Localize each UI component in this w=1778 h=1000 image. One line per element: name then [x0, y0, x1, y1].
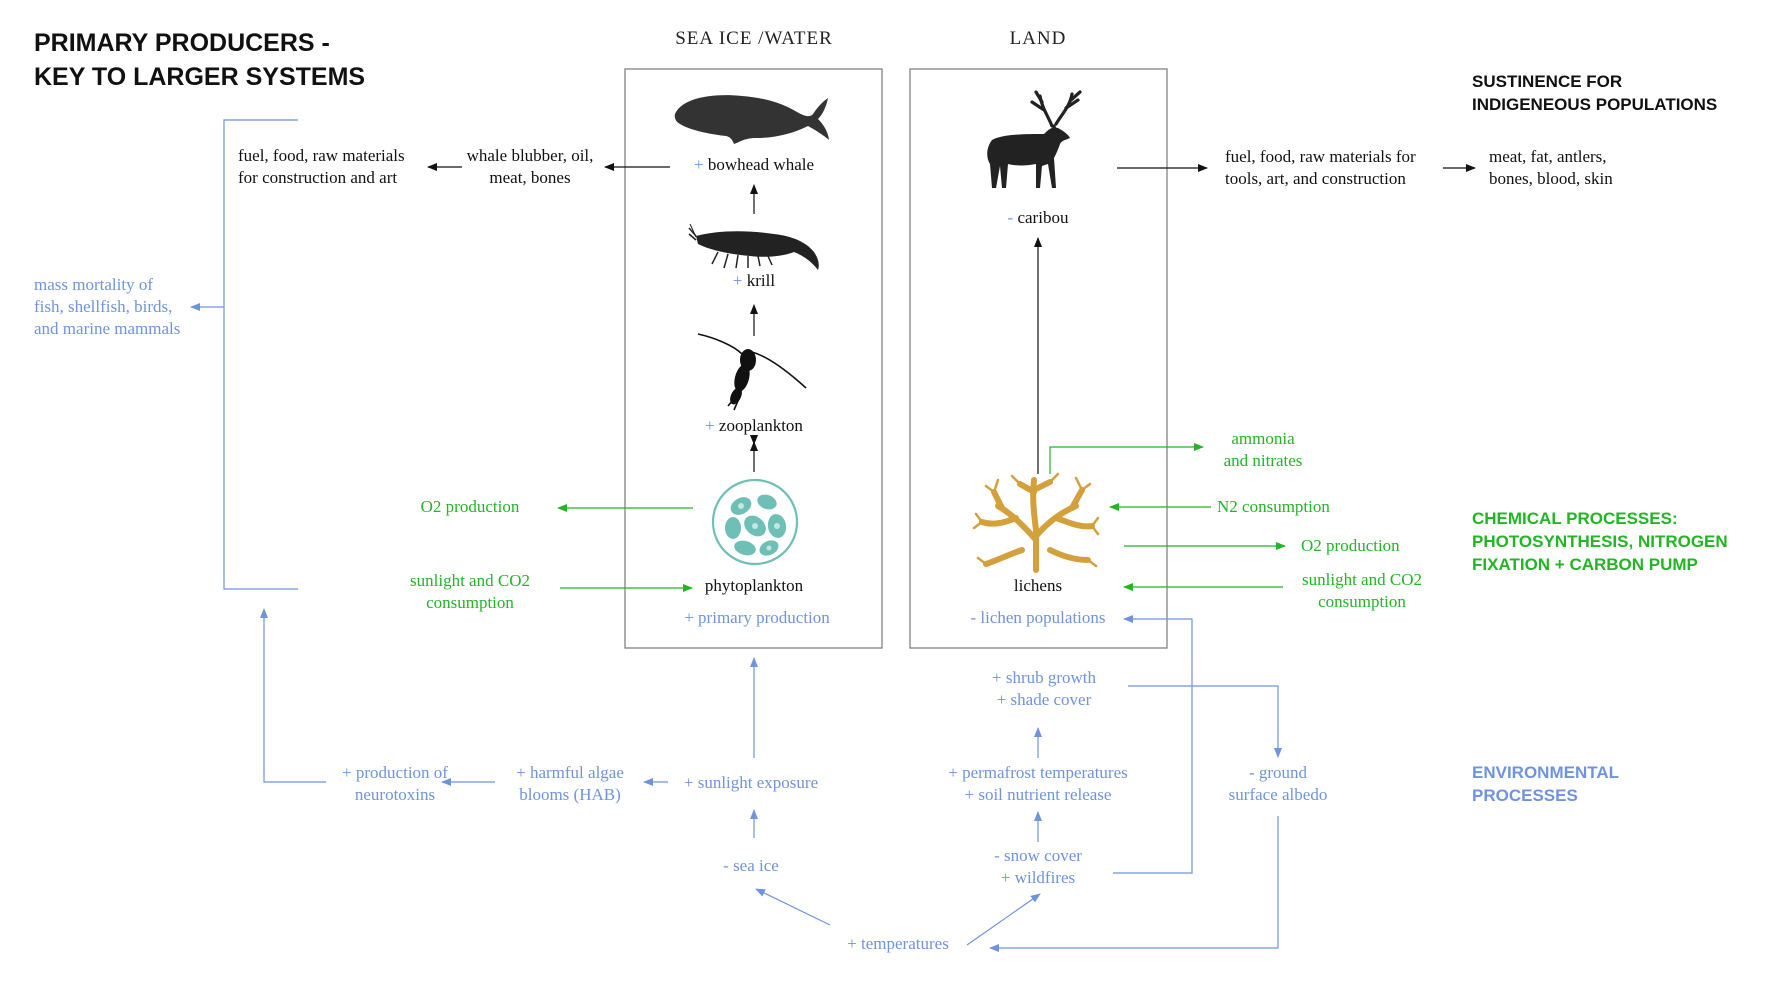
sustenance-label: SUSTINENCE FOR INDIGENEOUS POPULATIONS	[1472, 72, 1718, 114]
sea-column-box	[624, 68, 883, 649]
primary-production-label: + primary production	[684, 608, 830, 627]
mass-mortality: mass mortality of fish, shellfish, birds…	[34, 275, 181, 338]
arrow-albedo-temperature	[989, 816, 1279, 952]
land-column-box	[909, 68, 1168, 649]
land-sunlight-co2: sunlight and CO2 consumption	[1302, 570, 1422, 611]
caribou-icon	[987, 90, 1082, 188]
arrow-shrub-albedo	[1128, 685, 1282, 758]
chemical-processes-label: CHEMICAL PROCESSES: PHOTOSYNTHESIS, NITR…	[1472, 509, 1728, 574]
arrow-neurotoxins-up	[260, 608, 326, 783]
whale-uses: fuel, food, raw materials for constructi…	[238, 146, 405, 187]
zooplankton-icon	[697, 333, 807, 411]
ammonia-nitrates: ammonia and nitrates	[1223, 429, 1303, 470]
phytoplankton-icon	[711, 478, 799, 566]
shrub-growth: + shrub growth + shade cover	[991, 668, 1097, 709]
whale-icon	[674, 95, 829, 144]
whale-sign: +	[693, 155, 704, 174]
production-of-neurotoxins: + production of neurotoxins	[342, 763, 448, 804]
whale-products: whale blubber, oil, meat, bones	[466, 146, 594, 187]
sea-ice: - sea ice	[723, 856, 779, 875]
title-line-1: PRIMARY PRODUCERS -	[34, 29, 330, 57]
n2-consumption: N2 consumption	[1217, 497, 1330, 516]
land-o2-production: O2 production	[1301, 536, 1400, 555]
title-line-2: KEY TO LARGER SYSTEMS	[34, 63, 366, 91]
arrow-temp-wildfires	[966, 893, 1041, 946]
page-title: PRIMARY PRODUCERS - KEY TO LARGER SYSTEM…	[34, 26, 365, 94]
snow-cover-wildfires: - snow cover + wildfires	[994, 846, 1082, 887]
zooplankton-label: zooplankton	[718, 416, 803, 435]
caribou-sign: -	[1007, 208, 1014, 227]
lichen-icon	[972, 472, 1100, 573]
caribou-products: meat, fat, antlers, bones, blood, skin	[1489, 147, 1613, 188]
temperatures: + temperatures	[847, 934, 949, 953]
caribou-label: caribou	[1017, 208, 1069, 227]
caribou-node: - caribou	[1008, 207, 1069, 229]
krill-sign: +	[732, 271, 743, 290]
sea-column-header: SEA ICE /WATER	[675, 28, 833, 49]
harmful-algae-blooms: + harmful algae blooms (HAB)	[516, 763, 624, 804]
whale-node: + bowhead whale	[694, 154, 814, 176]
sea-sunlight-co2: sunlight and CO2 consumption	[410, 571, 530, 612]
ground-surface-albedo: - ground surface albedo	[1228, 763, 1328, 804]
whale-label: bowhead whale	[707, 155, 815, 174]
mortality-bracket	[223, 119, 298, 590]
arrow-wildfires-lichens	[1113, 615, 1193, 874]
sea-o2-production: O2 production	[420, 497, 520, 516]
krill-node: + krill	[733, 270, 775, 292]
arrow-lichens-ammonia	[1049, 443, 1204, 474]
permafrost-temperatures: + permafrost temperatures + soil nutrien…	[948, 763, 1128, 804]
arrow-temp-seaice	[755, 888, 831, 926]
environmental-processes-label: ENVIRONMENTAL PROCESSES	[1472, 763, 1620, 805]
krill-label: krill	[746, 271, 776, 290]
krill-icon	[688, 223, 819, 270]
sunlight-exposure: + sunlight exposure	[683, 773, 819, 792]
zooplankton-sign: +	[705, 416, 715, 435]
caribou-uses: fuel, food, raw materials for tools, art…	[1225, 147, 1416, 188]
lichens-label: lichens	[1013, 576, 1063, 595]
lichen-populations-label: - lichen populations	[970, 608, 1106, 627]
zooplankton-node: + zooplankton	[705, 415, 803, 437]
land-column-header: LAND	[1009, 28, 1067, 49]
phytoplankton-label: phytoplankton	[704, 576, 804, 595]
